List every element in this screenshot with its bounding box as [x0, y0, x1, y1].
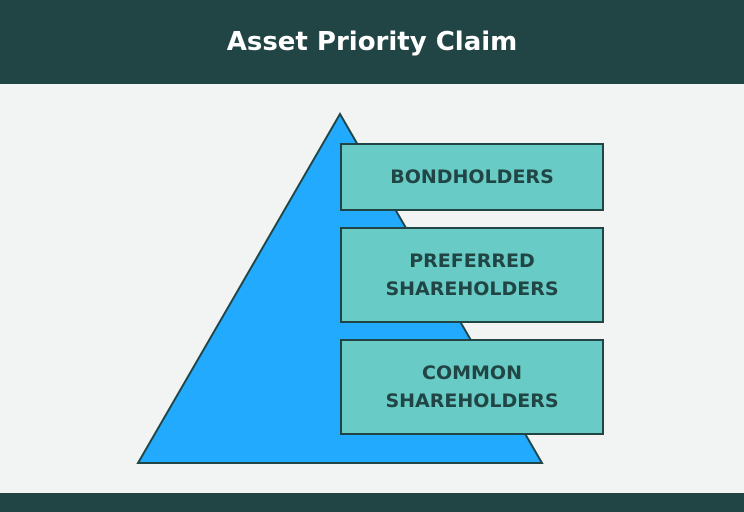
tier-label: BONDHOLDERS [390, 166, 554, 188]
tier-bondholders: BONDHOLDERS [340, 143, 604, 211]
tier-label: COMMON SHAREHOLDERS [385, 362, 559, 412]
page-title: Asset Priority Claim [226, 27, 518, 57]
tier-label: PREFERRED SHAREHOLDERS [385, 250, 559, 300]
footer-bar [0, 493, 744, 512]
tier-preferred-shareholders: PREFERRED SHAREHOLDERS [340, 227, 604, 323]
header-bar: Asset Priority Claim [0, 0, 744, 84]
tier-common-shareholders: COMMON SHAREHOLDERS [340, 339, 604, 435]
